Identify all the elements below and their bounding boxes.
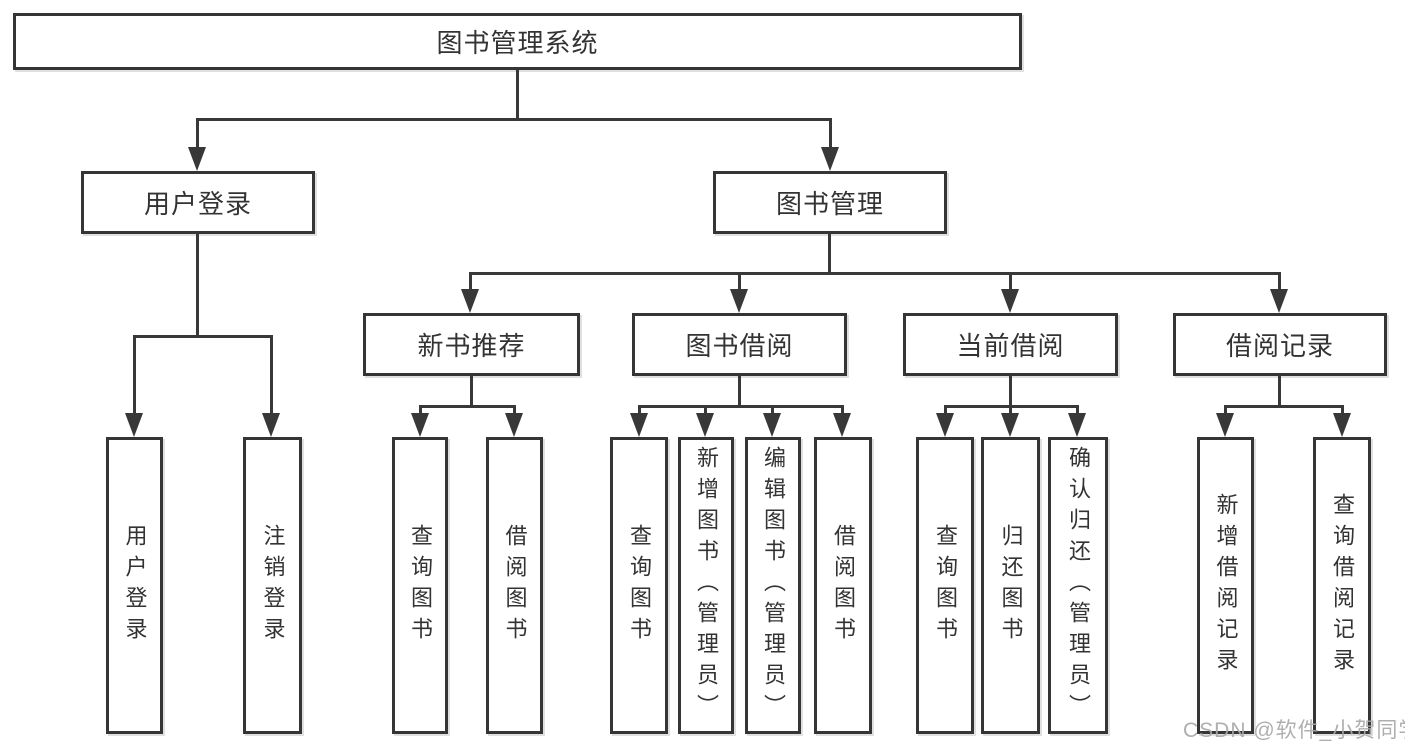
connector-line: [196, 118, 199, 150]
connector-line: [469, 272, 1281, 275]
connector-line: [516, 70, 519, 120]
connector-line: [944, 405, 947, 415]
node-label: 当前借阅: [956, 331, 1065, 361]
connector-line: [1341, 405, 1344, 415]
arrowhead-down-icon: [262, 413, 280, 437]
leaf-query-books-borrowing: 查询图书: [610, 437, 668, 734]
leaf-return-books: 归还图书: [981, 437, 1040, 734]
connector-line: [1224, 405, 1344, 408]
arrowhead-down-icon: [1001, 289, 1019, 313]
arrowhead-down-icon: [188, 147, 206, 171]
leaf-label: 借阅图书: [502, 523, 528, 648]
leaf-label: 注销登录: [260, 523, 286, 648]
arrowhead-down-icon: [630, 413, 648, 437]
connector-line: [513, 405, 516, 415]
connector-line: [704, 405, 707, 415]
connector-line: [738, 376, 741, 407]
connector-line: [270, 335, 273, 415]
connector-line: [1009, 272, 1012, 292]
arrowhead-down-icon: [1001, 413, 1019, 437]
leaf-label: 用户登录: [122, 523, 148, 648]
arrowhead-down-icon: [411, 413, 429, 437]
leaf-add-borrow-record: 新增借阅记录: [1197, 437, 1254, 734]
node-book-borrowing: 图书借阅: [632, 313, 847, 376]
arrowhead-down-icon: [763, 413, 781, 437]
arrowhead-down-icon: [821, 147, 839, 171]
node-label: 图书管理系统: [436, 28, 599, 58]
connector-line: [419, 405, 422, 415]
leaf-borrow-books-recommend: 借阅图书: [486, 437, 543, 734]
arrowhead-down-icon: [125, 413, 143, 437]
node-borrowing-records: 借阅记录: [1173, 313, 1387, 376]
arrowhead-down-icon: [461, 289, 479, 313]
arrowhead-down-icon: [696, 413, 714, 437]
connector-line: [470, 376, 473, 407]
connector-line: [841, 405, 844, 415]
leaf-label: 确认归还（管理员）: [1066, 446, 1091, 725]
node-label: 图书管理: [775, 189, 884, 219]
leaf-query-books-current: 查询图书: [916, 437, 974, 734]
connector-line: [1076, 405, 1079, 415]
connector-line: [829, 118, 832, 150]
connector-line: [828, 234, 831, 274]
leaf-borrow-books: 借阅图书: [814, 437, 872, 734]
node-label: 新书推荐: [417, 331, 526, 361]
leaf-add-books-admin: 新增图书（管理员）: [678, 437, 734, 734]
connector-line: [1009, 405, 1012, 415]
connector-line: [419, 405, 516, 408]
watermark: CSDN @软件_小贺同学: [1183, 719, 1405, 742]
connector-line: [1224, 405, 1227, 415]
connector-line: [469, 272, 472, 292]
connector-line: [1278, 376, 1281, 407]
connector-line: [1278, 272, 1281, 292]
connector-line: [196, 118, 832, 121]
node-library-system: 图书管理系统: [13, 13, 1022, 70]
node-label: 用户登录: [143, 189, 252, 219]
connector-line: [638, 405, 641, 415]
leaf-label: 借阅图书: [831, 523, 856, 648]
connector-line: [133, 335, 273, 338]
arrowhead-down-icon: [730, 289, 748, 313]
leaf-label: 新增借阅记录: [1213, 492, 1239, 679]
leaf-label: 编辑图书（管理员）: [761, 446, 786, 725]
node-user-login: 用户登录: [81, 171, 315, 234]
leaf-edit-books-admin: 编辑图书（管理员）: [745, 437, 801, 734]
leaf-label: 查询图书: [408, 523, 433, 648]
connector-line: [738, 272, 741, 292]
arrowhead-down-icon: [505, 413, 523, 437]
node-new-book-recommend: 新书推荐: [363, 313, 580, 376]
leaf-logout: 注销登录: [243, 437, 302, 734]
arrowhead-down-icon: [936, 413, 954, 437]
node-label: 借阅记录: [1225, 331, 1334, 361]
arrowhead-down-icon: [1333, 413, 1351, 437]
leaf-label: 查询图书: [627, 523, 652, 648]
connector-line: [638, 405, 844, 408]
connector-line: [771, 405, 774, 415]
leaf-query-books-recommend: 查询图书: [392, 437, 448, 734]
arrowhead-down-icon: [1270, 289, 1288, 313]
leaf-label: 归还图书: [998, 523, 1024, 648]
leaf-label: 查询图书: [933, 523, 958, 648]
leaf-label: 新增图书（管理员）: [694, 446, 719, 725]
node-label: 图书借阅: [685, 331, 794, 361]
leaf-label: 查询借阅记录: [1330, 492, 1355, 679]
arrowhead-down-icon: [1216, 413, 1234, 437]
arrowhead-down-icon: [833, 413, 851, 437]
connector-line: [1009, 376, 1012, 407]
arrowhead-down-icon: [1068, 413, 1086, 437]
leaf-user-login: 用户登录: [106, 437, 163, 734]
leaf-confirm-return-admin: 确认归还（管理员）: [1048, 437, 1108, 734]
node-current-borrowing: 当前借阅: [903, 313, 1118, 376]
connector-line: [196, 234, 199, 337]
node-book-management: 图书管理: [713, 171, 947, 234]
connector-line: [133, 335, 136, 415]
leaf-query-borrow-record: 查询借阅记录: [1313, 437, 1371, 734]
